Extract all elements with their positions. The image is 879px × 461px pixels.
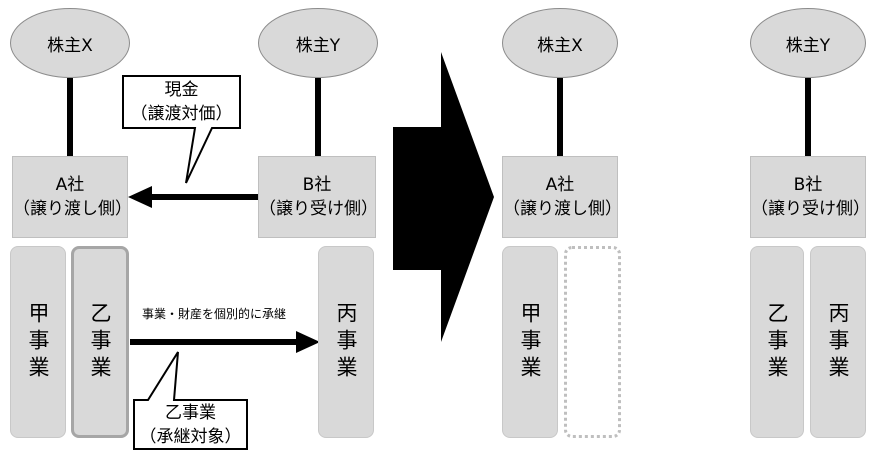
ownership-line-y-after <box>805 78 811 156</box>
company-b-after: B社 （譲り受け側） <box>750 156 870 238</box>
business-otsu-before: 乙事業 <box>71 246 129 438</box>
ownership-line-y-before <box>315 78 321 156</box>
ownership-line-x-before <box>67 78 73 156</box>
transition-arrow <box>393 52 494 342</box>
business-hei-after: 丙事業 <box>810 246 866 438</box>
shareholder-y-after: 株主Y <box>750 8 866 78</box>
shareholder-x-before: 株主X <box>10 8 130 78</box>
cash-arrow-shaft <box>150 194 260 200</box>
cash-arrowhead <box>128 186 152 208</box>
transfer-label: 事業・財産を個別的に承継 <box>142 307 287 321</box>
business-callout-bubble <box>133 351 248 450</box>
company-b-before: B社 （譲り受け側） <box>258 156 378 238</box>
business-otsu-vacated <box>564 246 621 438</box>
business-otsu-after: 乙事業 <box>750 246 804 438</box>
business-kou-before: 甲事業 <box>10 246 66 438</box>
ownership-line-x-after <box>557 78 563 156</box>
company-b-role: （譲り受け側） <box>259 199 378 219</box>
shareholder-y-before: 株主Y <box>258 8 378 78</box>
company-a-after: A社 （譲り渡し側） <box>502 156 622 238</box>
shareholder-x-after: 株主X <box>502 8 618 78</box>
business-hei-before: 丙事業 <box>318 246 374 438</box>
transfer-arrowhead <box>296 331 320 353</box>
business-kou-after: 甲事業 <box>502 246 558 438</box>
company-a-role: （譲り渡し側） <box>13 199 132 219</box>
company-a-name: A社 <box>55 175 85 195</box>
company-b-name: B社 <box>302 175 332 195</box>
company-a-before: A社 （譲り渡し側） <box>12 156 132 238</box>
business-callout-text: 乙事業 （承継対象） <box>139 403 242 447</box>
cash-callout-text: 現金 （譲渡対価） <box>130 80 233 124</box>
transfer-arrow-shaft <box>130 339 298 345</box>
cash-callout-bubble <box>122 75 241 184</box>
